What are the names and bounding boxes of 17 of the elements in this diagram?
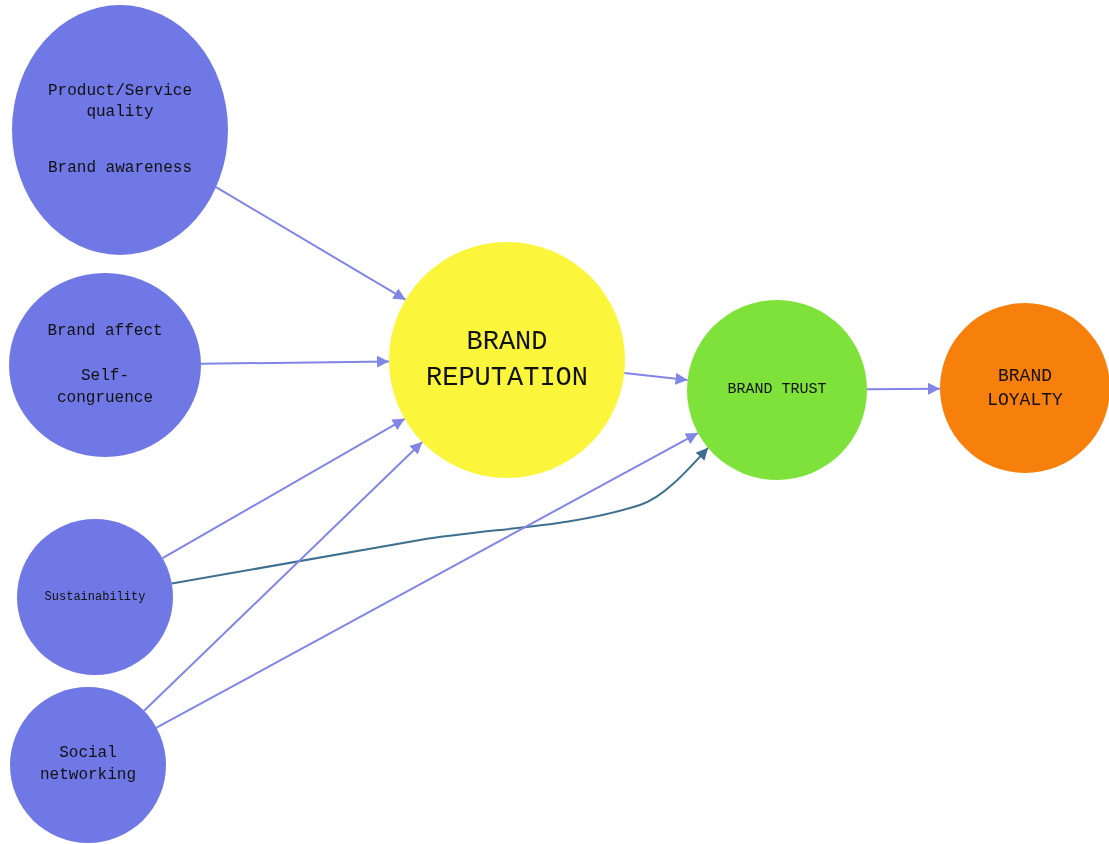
- node-label: Self-congruence: [56, 366, 154, 409]
- node-label: Product/Service quality: [47, 80, 193, 124]
- arrow: [200, 355, 390, 368]
- node-label: BRAND TRUST: [727, 379, 827, 400]
- arrow: [215, 186, 407, 301]
- node-label: BRAND REPUTATION: [425, 325, 589, 395]
- arrow: [170, 446, 710, 585]
- arrow: [866, 382, 941, 395]
- node-label: Sustainability: [44, 588, 146, 606]
- node-label: BRAND LOYALTY: [986, 364, 1064, 412]
- arrow: [143, 441, 424, 712]
- arrow: [161, 417, 406, 560]
- arrow: [155, 432, 699, 729]
- arrow: [623, 372, 689, 385]
- node-label: Brand awareness: [48, 157, 192, 179]
- node-label: Brand affect: [47, 320, 163, 342]
- node-label: Social networking: [39, 743, 137, 786]
